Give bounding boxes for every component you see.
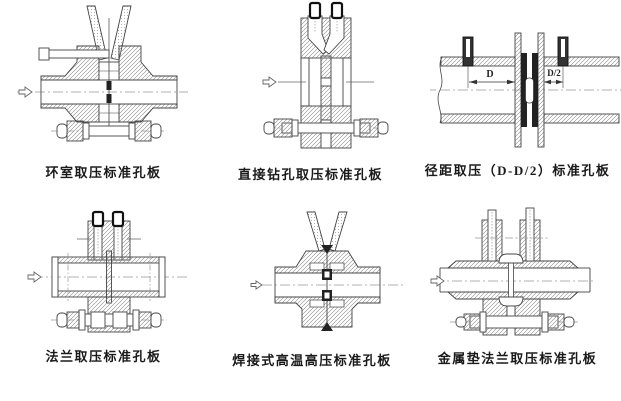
caption-welded: 焊接式高温高压标准孔板 [232, 353, 392, 368]
dim-label-d2: D/2 [547, 68, 561, 78]
dimension-d-half: D/2 [544, 68, 563, 85]
radius-tap-drawing: D D/2 [430, 32, 621, 148]
flow-arrow-icon [250, 280, 263, 290]
welded-drawing [250, 211, 403, 331]
metal-gasket-drawing [430, 207, 596, 336]
caption-direct-drill: 直接钻孔取压标准孔板 [237, 167, 383, 182]
caption-metal-gasket: 金属垫法兰取压标准孔板 [437, 351, 598, 366]
flow-arrow-icon [430, 275, 445, 287]
ring-chamber-drawing [17, 5, 188, 142]
caption-flange-tap: 法兰取压标准孔板 [45, 349, 162, 364]
direct-drill-drawing [262, 1, 389, 149]
caption-ring-chamber: 环室取压标准孔板 [45, 165, 162, 180]
dim-label-d: D [486, 69, 493, 80]
flange-tap-drawing [27, 210, 187, 333]
caption-radius-tap: 径距取压（D-D/2）标准孔板 [424, 163, 611, 178]
flow-arrow-icon [262, 76, 277, 88]
dimension-d: D [469, 69, 515, 85]
flow-arrow-icon [18, 86, 33, 98]
flow-arrow-icon [27, 271, 42, 283]
